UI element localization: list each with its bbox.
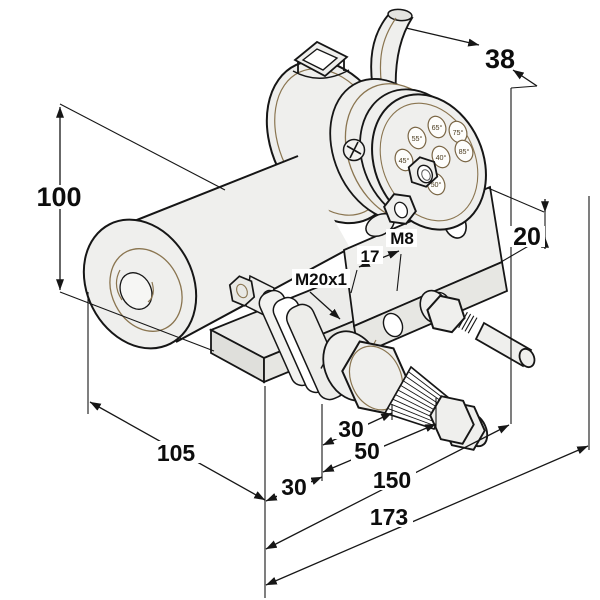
end-cap-swirl <box>115 269 154 303</box>
annotation-crank-nut: M8 <box>386 229 417 248</box>
angle-marking: 65° <box>427 115 447 139</box>
extension-line <box>487 187 545 213</box>
clip-opening <box>301 48 339 71</box>
shaft-hex-nut <box>341 340 411 416</box>
svg-text:40°: 40° <box>436 153 447 162</box>
dim-label-20: 20 <box>513 223 541 251</box>
dimension-line <box>265 445 589 586</box>
extension-line <box>510 85 538 89</box>
angle-marking: 45° <box>394 148 414 172</box>
phillips-screw <box>342 138 366 162</box>
svg-text:75°: 75° <box>453 128 464 137</box>
label-m20x1: M20x1 <box>295 270 347 289</box>
extension-line <box>59 103 226 191</box>
standoff-hole <box>236 283 248 299</box>
dim-motor-length: 105 <box>87 292 266 598</box>
svg-text:55°: 55° <box>412 134 423 143</box>
angle-marking: 55° <box>407 126 427 150</box>
dim-label-38: 38 <box>485 44 515 74</box>
pin-nut <box>426 294 466 334</box>
phillips-cross-icon <box>346 141 362 159</box>
cable-end <box>387 8 413 22</box>
disc-nut-hole-inner <box>421 169 431 181</box>
m8-nut-hole <box>393 201 409 219</box>
clip-legs <box>297 59 345 73</box>
dim-label-173: 173 <box>370 504 408 530</box>
end-cap-ring <box>109 248 183 332</box>
extension-line <box>350 269 358 294</box>
dim-label-105: 105 <box>157 440 196 466</box>
dim-bracket-offset: 30 <box>265 404 323 502</box>
dim-label-50: 50 <box>354 438 380 464</box>
annotation-shaft-thread: M20x1 <box>292 269 350 320</box>
crank-pin-rod <box>419 289 536 369</box>
angle-marking: 85° <box>454 139 474 163</box>
motor-body <box>82 155 351 350</box>
washer-stack <box>258 289 347 401</box>
svg-text:45°: 45° <box>399 156 410 165</box>
dimension-line <box>405 27 480 47</box>
svg-text:65°: 65° <box>432 123 443 132</box>
disc-nut-hole <box>416 164 434 184</box>
label-17: 17 <box>361 247 380 266</box>
label-m8: M8 <box>390 229 414 248</box>
pin-rod <box>474 321 533 368</box>
dim-label-30-left: 30 <box>281 474 307 500</box>
strip-slot-hole <box>382 312 404 338</box>
dim-label-100: 100 <box>36 182 81 212</box>
dim-housing-depth: 38 <box>405 27 538 89</box>
annotation-shaft-length: 17 <box>350 246 402 294</box>
output-shaft <box>258 289 489 451</box>
leader-line <box>309 291 341 320</box>
end-cap-boss <box>119 272 153 310</box>
connector-clip <box>292 40 350 79</box>
svg-text:50°: 50° <box>431 180 442 189</box>
pin-threads <box>458 311 478 334</box>
dim-bar-height: 20 <box>487 187 549 263</box>
dimension-line <box>512 69 538 87</box>
dim-overall-width: 173 <box>265 445 589 586</box>
svg-text:85°: 85° <box>459 147 470 156</box>
extension-line <box>59 291 215 352</box>
extension-line <box>396 253 402 292</box>
angle-marking: 40° <box>431 145 451 169</box>
standoff-nut <box>228 275 256 307</box>
pin-rod-end <box>518 347 536 369</box>
disc-contour <box>379 102 479 222</box>
crank-fastening-nut <box>365 193 417 238</box>
clip-base <box>292 69 350 79</box>
dim-overall-height: 100 <box>36 103 226 352</box>
dim-label-150: 150 <box>373 467 411 493</box>
